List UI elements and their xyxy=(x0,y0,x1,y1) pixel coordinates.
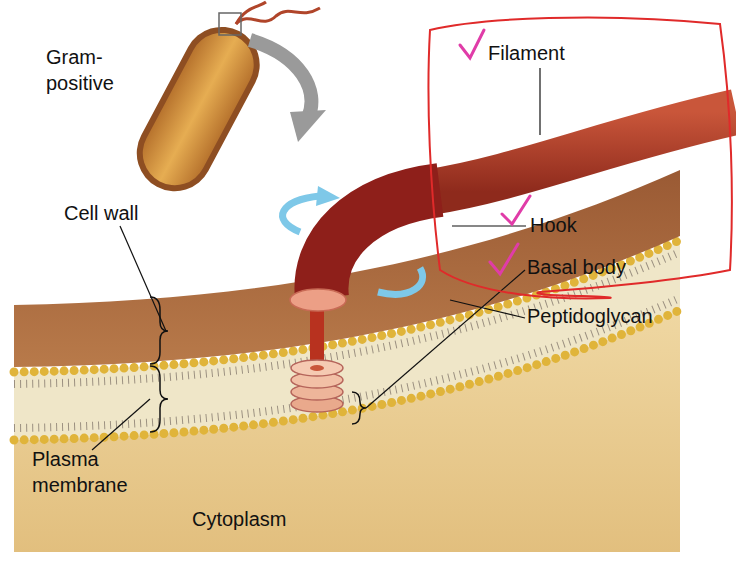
part-label: Cytoplasm xyxy=(192,506,332,532)
hook-cut-end xyxy=(290,289,346,311)
filament xyxy=(430,112,736,192)
rod-top xyxy=(310,365,324,371)
check-mark xyxy=(490,244,518,274)
membrane-brace xyxy=(150,366,168,432)
part-label: Cell wall xyxy=(64,200,184,226)
part-label: Plasma membrane xyxy=(32,446,142,498)
basal-disc xyxy=(291,360,343,376)
rotation-arrowhead xyxy=(316,186,340,206)
part-label: Gram- positive xyxy=(46,44,136,96)
part-label: Hook xyxy=(530,212,630,238)
zoom-arrowhead xyxy=(290,110,326,142)
leader-line xyxy=(539,68,540,135)
zoom-box xyxy=(219,13,241,35)
hook xyxy=(321,190,440,298)
part-label: Filament xyxy=(488,40,608,66)
check-mark xyxy=(460,30,484,58)
hand-drawn-outline xyxy=(428,17,731,298)
leader-line xyxy=(450,300,525,318)
basal-body-brace xyxy=(352,392,366,424)
part-label: Basal body xyxy=(527,254,667,280)
zoom-arrow xyxy=(250,40,311,118)
check-mark xyxy=(502,196,530,224)
part-label: Peptidoglycan xyxy=(527,303,707,329)
leader-line xyxy=(92,399,150,450)
rotation-arrow xyxy=(378,268,423,294)
rotation-arrow xyxy=(283,196,320,232)
peptidoglycan-wall xyxy=(14,170,680,367)
leader-line xyxy=(120,226,166,331)
leader-line xyxy=(452,225,526,226)
